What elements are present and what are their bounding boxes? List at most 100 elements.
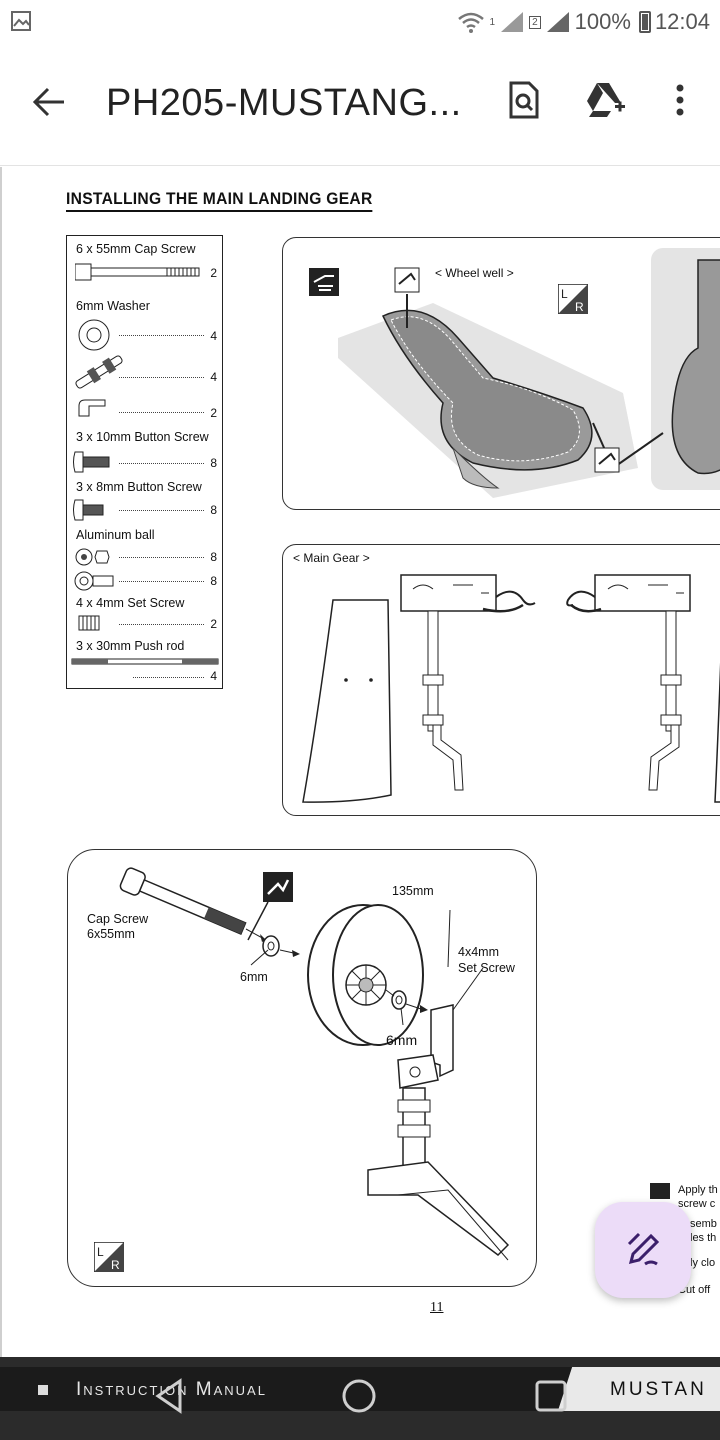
part-qty: 2: [210, 617, 217, 631]
axle-pin-icon: [75, 355, 123, 389]
note-line: semb: [690, 1218, 717, 1230]
part-qty: 8: [210, 574, 217, 588]
nav-recents-icon[interactable]: [534, 1379, 568, 1413]
ball-link-icon: [74, 571, 114, 591]
cap-screw-callout: Cap Screw 6x55mm: [87, 912, 148, 942]
part-label: 3 x 30mm Push rod: [76, 639, 185, 653]
page-number: 11: [430, 1300, 444, 1315]
svg-text:R: R: [575, 300, 584, 314]
tool-icon: [650, 1183, 670, 1199]
push-rod-icon: [71, 658, 219, 665]
side-notes: Apply th screw c semb les th ly clo Cut …: [650, 1181, 720, 1301]
wheel-well-label: < Wheel well >: [435, 266, 514, 280]
leader-dots: [119, 581, 204, 582]
leader-dots: [119, 510, 204, 511]
note-line: les th: [690, 1232, 717, 1244]
system-nav-bar: [0, 1357, 720, 1440]
main-gear-panel: < Main Gear >: [282, 544, 720, 816]
pdf-footer: Instruction Manual MUSTAN: [0, 1357, 720, 1440]
set-screw-callout: 4x4mm Set Screw: [458, 944, 515, 976]
cap-screw-icon: [75, 263, 200, 281]
svg-text:L: L: [561, 287, 568, 301]
cap-screw-line-1: Cap Screw: [87, 912, 149, 926]
note-line: ly clo: [690, 1257, 716, 1269]
signal-icon: [546, 12, 569, 32]
leader-dots: [133, 677, 204, 678]
leader-dots: [119, 377, 204, 378]
washer-icon: [78, 319, 110, 351]
edit-fab-button[interactable]: [595, 1202, 691, 1298]
svg-text:R: R: [111, 1258, 120, 1272]
app-bar: PH205-MUSTANG...: [0, 44, 720, 166]
wheel-assembly-illustration: [119, 867, 510, 1261]
part-qty: 2: [210, 266, 217, 280]
back-arrow-icon[interactable]: [28, 80, 72, 124]
wifi-icon: [457, 12, 484, 33]
part-qty: 4: [210, 669, 217, 683]
footer-manual-label: Instruction Manual: [76, 1379, 267, 1400]
more-options-button[interactable]: [654, 74, 706, 126]
part-qty: 4: [210, 329, 217, 343]
section-title: INSTALLING THE MAIN LANDING GEAR: [66, 189, 373, 212]
svg-text:L: L: [97, 1245, 104, 1259]
leader-dots: [119, 463, 204, 464]
wheel-size-label: 135mm: [392, 884, 434, 898]
part-label: 3 x 10mm Button Screw: [76, 430, 209, 444]
edit-pen-icon: [627, 1232, 660, 1266]
part-qty: 4: [210, 370, 217, 384]
aluminum-ball-icon: [75, 548, 110, 566]
part-qty: 8: [210, 550, 217, 564]
part-qty: 8: [210, 503, 217, 517]
gallery-icon: [11, 11, 31, 31]
part-label: 6mm Washer: [76, 299, 150, 313]
set-screw-line-1: 4x4mm: [458, 945, 499, 959]
clock: 12:04: [654, 9, 710, 34]
set-screw-icon: [78, 615, 100, 631]
hand-pointer-icon: [309, 268, 339, 296]
wheel-assembly-panel: Cap Screw 6x55mm 6mm 135mm 6mm 4x4mm Set…: [67, 849, 537, 1287]
battery-percent: 100%: [574, 9, 631, 34]
find-in-page-icon: [509, 81, 539, 119]
footer-brand-label: MUSTAN: [610, 1379, 707, 1400]
part-label: 4 x 4mm Set Screw: [76, 596, 185, 610]
part-label: Aluminum ball: [76, 528, 155, 542]
button-screw-icon: [73, 499, 104, 521]
part-label: 6 x 55mm Cap Screw: [76, 242, 196, 256]
add-to-drive-button[interactable]: [580, 74, 632, 126]
battery-icon: [638, 11, 651, 33]
leader-dots: [119, 335, 204, 336]
leader-dots: [119, 412, 204, 413]
part-qty: 8: [210, 456, 217, 470]
washer-label: 6mm: [240, 970, 268, 984]
document-title: PH205-MUSTANG...: [106, 82, 462, 124]
footer-square-icon: [38, 1385, 48, 1395]
part-qty: 2: [210, 406, 217, 420]
note-line: screw c: [678, 1198, 716, 1210]
wheel-well-illustration: [338, 248, 720, 498]
button-screw-icon: [73, 451, 110, 473]
main-gear-label: < Main Gear >: [293, 551, 370, 565]
find-in-page-button[interactable]: [498, 74, 550, 126]
sim2-label: 2: [529, 15, 541, 29]
signal-icon: [501, 12, 524, 32]
washer-label: 6mm: [386, 1032, 418, 1048]
add-to-drive-icon: [587, 83, 625, 117]
status-bar: 1 2 100% 12:04: [0, 0, 720, 44]
nav-back-icon[interactable]: [152, 1377, 186, 1415]
set-screw-line-2: Set Screw: [458, 961, 515, 975]
more-vert-icon: [676, 84, 684, 116]
cap-screw-line-2: 6x55mm: [87, 927, 135, 941]
parts-list: 6 x 55mm Cap Screw 2 6mm Washer 4 4 2 3 …: [66, 235, 223, 689]
note-line: Cut off: [678, 1284, 711, 1296]
status-icons: 1 2 100% 12:04: [456, 6, 710, 38]
sim1-label: 1: [489, 16, 496, 28]
part-label: 3 x 8mm Button Screw: [76, 480, 202, 494]
nav-home-icon[interactable]: [340, 1377, 378, 1415]
main-gear-illustration: [302, 574, 720, 803]
pdf-page[interactable]: INSTALLING THE MAIN LANDING GEAR 6 x 55m…: [0, 167, 720, 1357]
clip-icon: [78, 399, 106, 417]
leader-dots: [119, 557, 204, 558]
